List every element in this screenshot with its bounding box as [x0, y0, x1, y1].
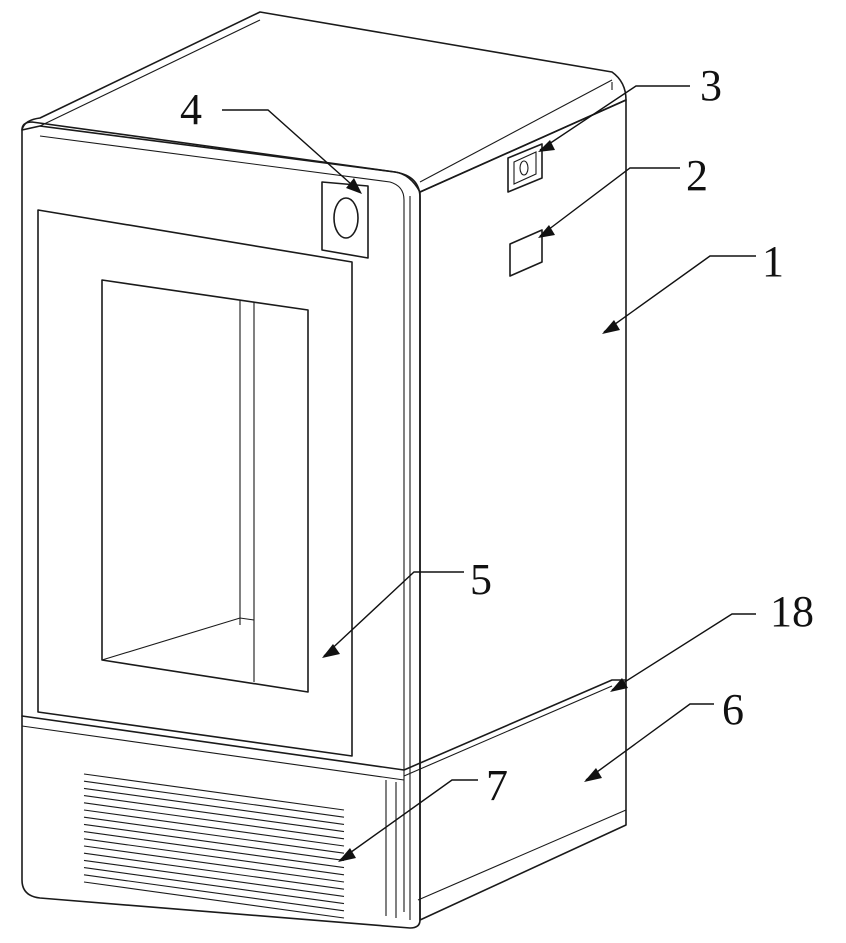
- grille-slat: [83, 795, 345, 833]
- arrowhead-5: [322, 644, 340, 658]
- grille-slat: [83, 852, 345, 890]
- grille-slat: [83, 816, 345, 854]
- cabinet-body: [21, 11, 627, 929]
- reference-numerals: 4 3 2 1 5 18 6 7: [180, 61, 814, 810]
- side-base-line-2: [403, 685, 613, 777]
- grille-slat: [83, 881, 345, 919]
- side-nameplate: [509, 229, 543, 277]
- label-2: 2: [686, 151, 708, 200]
- grille-slat: [83, 874, 345, 912]
- grille-slat: [83, 845, 345, 883]
- window-inner-opening: [101, 279, 309, 693]
- leader-5: [323, 571, 464, 657]
- grille-slat: [83, 838, 345, 876]
- window-floor-edge: [101, 617, 255, 661]
- label-18: 18: [770, 587, 814, 636]
- label-1: 1: [762, 237, 784, 286]
- leader-18: [611, 613, 756, 691]
- label-4: 4: [180, 85, 202, 134]
- arrowhead-18: [610, 678, 628, 692]
- switch-housing: [507, 143, 543, 193]
- leader-6: [585, 703, 714, 781]
- indicator-lens: [333, 197, 359, 239]
- leader-1: [603, 255, 756, 333]
- arrowhead-6: [584, 768, 602, 782]
- side-base-line: [403, 679, 627, 771]
- label-5: 5: [470, 555, 492, 604]
- grille-slat: [83, 787, 345, 825]
- leader-4: [222, 109, 361, 193]
- ventilation-grille: [83, 773, 345, 919]
- arrowhead-4: [346, 178, 362, 194]
- switch-inner: [513, 151, 537, 185]
- label-7: 7: [486, 761, 508, 810]
- leader-7: [339, 779, 478, 861]
- front-inner-frame: [39, 135, 405, 912]
- leader-3: [539, 85, 690, 151]
- grille-slat: [83, 780, 345, 818]
- grille-slat: [83, 859, 345, 897]
- arrowhead-1: [602, 320, 620, 334]
- door-base-divider: [21, 715, 405, 771]
- grille-slat: [83, 823, 345, 861]
- cabinet-side-face: [419, 99, 627, 921]
- cabinet-top-face: [21, 11, 627, 193]
- window-outer-frame: [37, 209, 353, 757]
- label-6: 6: [722, 685, 744, 734]
- door-window: [37, 209, 353, 757]
- arrowhead-2: [538, 225, 555, 238]
- grille-slat: [83, 802, 345, 840]
- grille-slat: [83, 773, 345, 811]
- leader-lines: [222, 85, 756, 862]
- top-right-inner-edge: [419, 79, 613, 183]
- cabinet-front-frame: [21, 121, 421, 929]
- side-switch: [507, 143, 543, 193]
- grille-slat: [83, 831, 345, 869]
- grille-slat: [83, 867, 345, 905]
- switch-button: [519, 160, 529, 176]
- label-3: 3: [700, 61, 722, 110]
- grille-slat: [83, 809, 345, 847]
- side-bottom-line: [417, 809, 627, 901]
- leader-2: [539, 167, 680, 237]
- arrowhead-3: [538, 140, 555, 152]
- arrowhead-7: [338, 848, 356, 862]
- door-base-divider-2: [21, 725, 405, 781]
- top-inner-edge: [39, 19, 261, 127]
